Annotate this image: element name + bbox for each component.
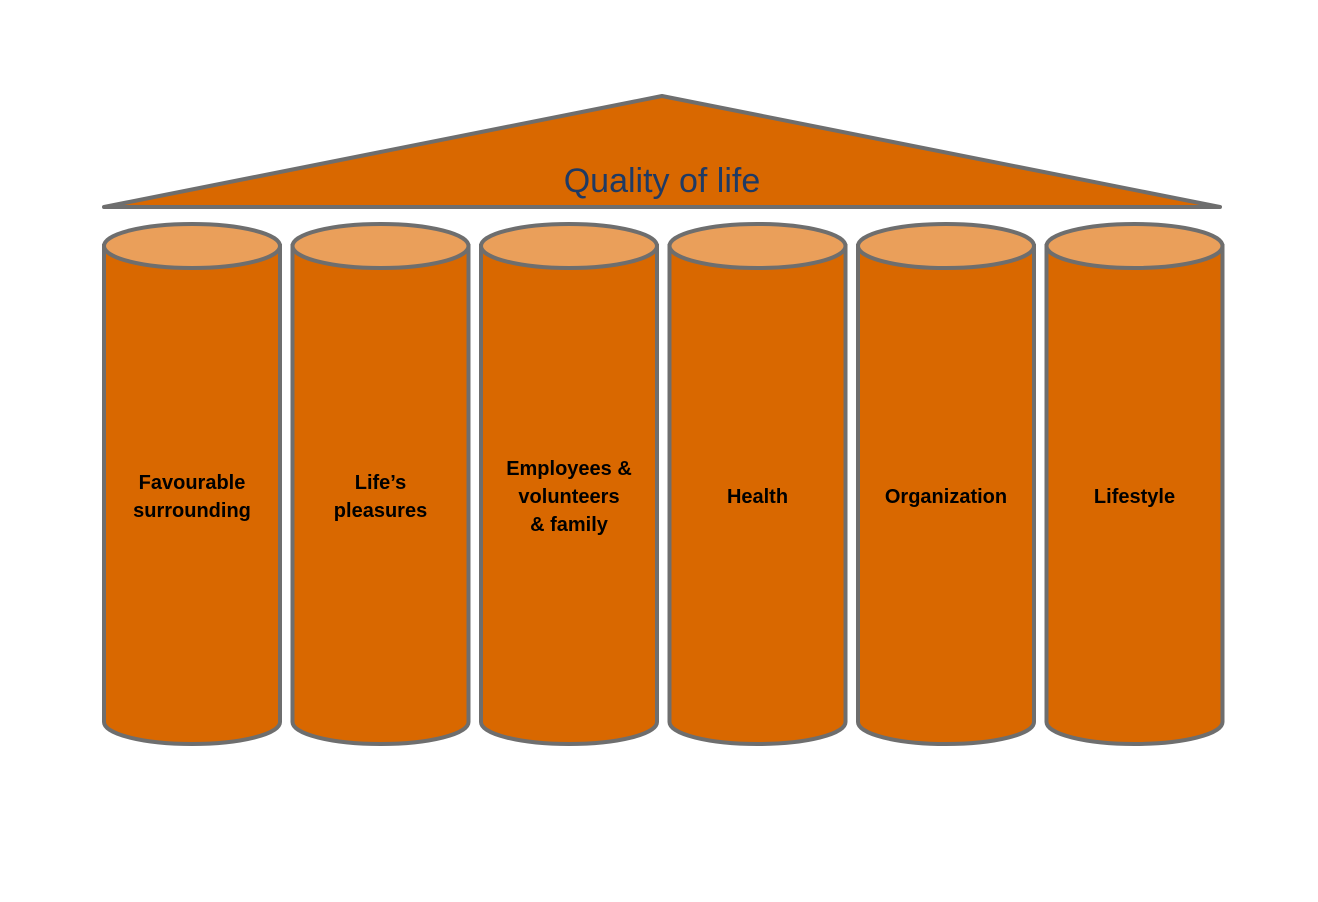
- pillar-label: Life’s: [355, 472, 407, 494]
- pillar-label: Organization: [885, 486, 1007, 508]
- pillar-label: Favourable: [139, 472, 246, 494]
- pillar-body: [479, 244, 659, 746]
- pillar-top: [667, 222, 848, 270]
- pillar-label: Lifestyle: [1094, 486, 1175, 508]
- pillar: Life’s pleasures: [290, 222, 471, 746]
- pillar: Favourable surrounding: [102, 222, 282, 746]
- pillar: Lifestyle: [1044, 222, 1225, 746]
- pillar-body: [1044, 244, 1225, 746]
- pillar-label: Employees &: [506, 458, 632, 480]
- pillar-body: [856, 244, 1036, 746]
- roof: Quality of life: [102, 94, 1222, 209]
- pillar-label: Health: [727, 486, 788, 508]
- pillar-body: [667, 244, 848, 746]
- pillar-label: surrounding: [133, 500, 251, 522]
- pillar-top: [1044, 222, 1225, 270]
- pillar-top: [856, 222, 1036, 270]
- pillar-body: [290, 244, 471, 746]
- pillars-group: Favourable surrounding Life’s pleasures Empl…: [102, 222, 1225, 746]
- pillar: Employees & volunteers & family: [479, 222, 659, 746]
- pillar-top: [290, 222, 471, 270]
- pillar-top: [102, 222, 282, 270]
- pillar-label: pleasures: [334, 500, 427, 522]
- pillar-body: [102, 244, 282, 746]
- roof-triangle: [102, 94, 1222, 209]
- pillar-label: volunteers: [518, 486, 619, 508]
- pillar: Health: [667, 222, 848, 746]
- pillar-top: [479, 222, 659, 270]
- roof-title: Quality of life: [564, 162, 761, 200]
- pillar-label: & family: [530, 514, 609, 536]
- pillar: Organization: [856, 222, 1036, 746]
